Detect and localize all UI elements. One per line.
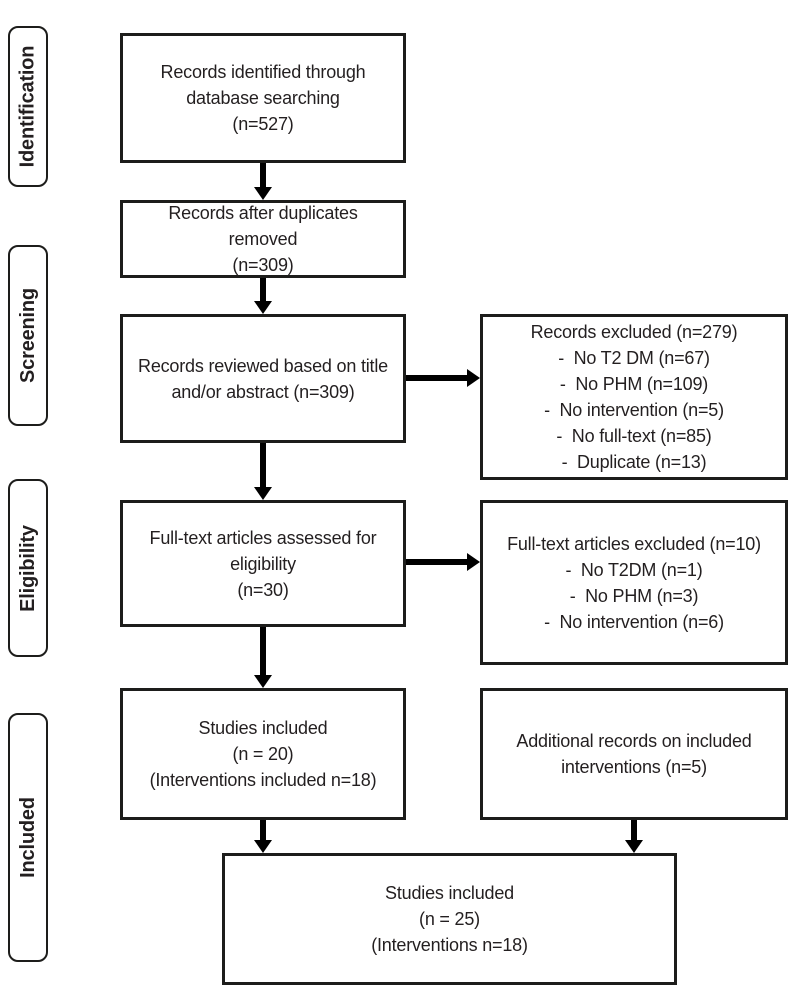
box-line: and/or abstract (n=309) xyxy=(171,381,355,402)
box-records-reviewed: Records reviewed based on title and/or a… xyxy=(120,314,406,443)
arrow-down-reviewed-to-fulltext xyxy=(254,443,272,500)
box-line: eligibility xyxy=(230,553,296,574)
arrow-down-additional-to-final xyxy=(625,820,643,853)
box-line: (Interventions n=18) xyxy=(371,935,528,955)
box-line: - No T2DM (n=1) xyxy=(565,559,703,580)
box-additional-records: Additional records on included intervent… xyxy=(480,688,788,820)
box-line: - Duplicate (n=13) xyxy=(561,452,707,472)
stage-identification-label: Identification xyxy=(16,45,39,168)
box-line: Full-text articles assessed for xyxy=(149,527,377,548)
box-line: - No intervention (n=5) xyxy=(544,400,724,420)
arrow-down-included-to-final xyxy=(254,820,272,853)
box-line: Additional records on included xyxy=(516,731,752,751)
box-studies-included: Studies included (n = 20) (Interventions… xyxy=(120,688,406,820)
box-line: - No PHM (n=3) xyxy=(569,585,699,606)
stage-included-label: Included xyxy=(16,797,39,878)
box-line: removed xyxy=(228,229,298,249)
box-line: - No intervention (n=6) xyxy=(544,611,724,632)
box-line: Records excluded (n=279) xyxy=(530,322,738,342)
box-line: Records after duplicates xyxy=(168,203,358,223)
box-fulltext-assessed: Full-text articles assessed for eligibil… xyxy=(120,500,406,627)
box-final-included: Studies included (n = 25) (Interventions… xyxy=(222,853,677,985)
box-line: database searching xyxy=(186,88,340,108)
box-line: (n=527) xyxy=(232,114,294,134)
box-line: - No full-text (n=85) xyxy=(556,426,712,446)
stage-eligibility: Eligibility xyxy=(8,479,48,657)
stage-identification: Identification xyxy=(8,26,48,187)
box-line: - No PHM (n=109) xyxy=(559,374,709,394)
box-line: (n = 20) xyxy=(232,744,294,764)
box-line: (Interventions included n=18) xyxy=(149,770,377,790)
box-line: (n=30) xyxy=(237,579,289,600)
box-line: Studies included xyxy=(385,883,514,903)
box-line: interventions (n=5) xyxy=(561,757,707,777)
stage-included: Included xyxy=(8,713,48,962)
arrow-right-reviewed-to-excluded xyxy=(406,369,480,387)
box-line: Records identified through xyxy=(160,62,366,82)
box-fulltext-excluded: Full-text articles excluded (n=10) - No … xyxy=(480,500,788,665)
stage-screening: Screening xyxy=(8,245,48,426)
box-line: (n = 25) xyxy=(419,909,480,929)
box-line: Full-text articles excluded (n=10) xyxy=(507,533,761,554)
box-records-excluded: Records excluded (n=279) - No T2 DM (n=6… xyxy=(480,314,788,480)
stage-eligibility-label: Eligibility xyxy=(16,524,39,612)
arrow-down-identified-to-deduped xyxy=(254,163,272,200)
arrow-down-deduped-to-reviewed xyxy=(254,278,272,314)
stage-screening-label: Screening xyxy=(16,288,39,383)
box-line: (n=309) xyxy=(232,255,294,275)
box-records-identified: Records identified through database sear… xyxy=(120,33,406,163)
arrow-down-fulltext-to-included xyxy=(254,627,272,688)
box-line: Records reviewed based on title xyxy=(138,355,388,376)
box-duplicates-removed: Records after duplicates removed (n=309) xyxy=(120,200,406,278)
box-line: Studies included xyxy=(198,718,328,738)
arrow-right-fulltext-to-excluded xyxy=(406,553,480,571)
box-line: - No T2 DM (n=67) xyxy=(558,348,710,368)
